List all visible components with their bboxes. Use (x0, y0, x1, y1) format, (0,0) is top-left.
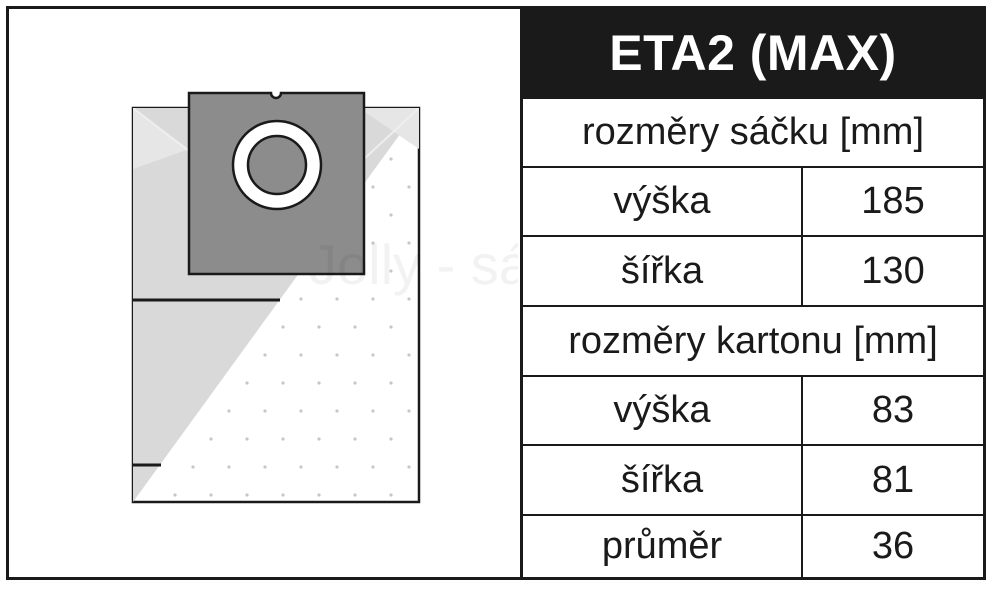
bag-illustration: Jolly - sáčky (9, 9, 614, 577)
watermark-text: Jolly - sáčky (309, 233, 518, 296)
table-row: průměr 36 (523, 514, 983, 577)
bag-dimensions-heading-row: rozměry sáčku [mm] (523, 97, 983, 166)
table-row: šířka 130 (523, 235, 983, 305)
carton-diameter-label: průměr (523, 516, 803, 577)
table-row: výška 185 (523, 166, 983, 235)
carton-diameter-value: 36 (871, 525, 915, 567)
bag-dimensions-heading: rozměry sáčku [mm] (581, 111, 925, 153)
bag-height-label: výška (523, 168, 803, 235)
bag-drawing: Jolly - sáčky (131, 91, 614, 504)
spec-table: ETA2 (MAX) rozměry sáčku [mm] výška 185 … (520, 9, 983, 577)
carton-width-value: 81 (871, 458, 915, 501)
product-card: Jolly - sáčky ETA2 (MAX) rozměry sáčku [… (6, 6, 986, 580)
bag-width-label: šířka (523, 237, 803, 305)
carton-dimensions-heading-row: rozměry kartonu [mm] (523, 305, 983, 375)
table-row: výška 83 (523, 375, 983, 444)
bag-width-value: 130 (861, 249, 925, 292)
carton-width-label: šířka (523, 446, 803, 514)
carton-height-value: 83 (871, 389, 915, 431)
bag-dot-pattern (173, 157, 411, 497)
carton-height-label: výška (523, 377, 803, 444)
carton-dimensions-heading: rozměry kartonu [mm] (568, 319, 938, 362)
bag-height-value: 185 (861, 180, 925, 222)
table-row: šířka 81 (523, 444, 983, 514)
ring-inner (246, 134, 308, 196)
product-title: ETA2 (MAX) (523, 9, 983, 97)
